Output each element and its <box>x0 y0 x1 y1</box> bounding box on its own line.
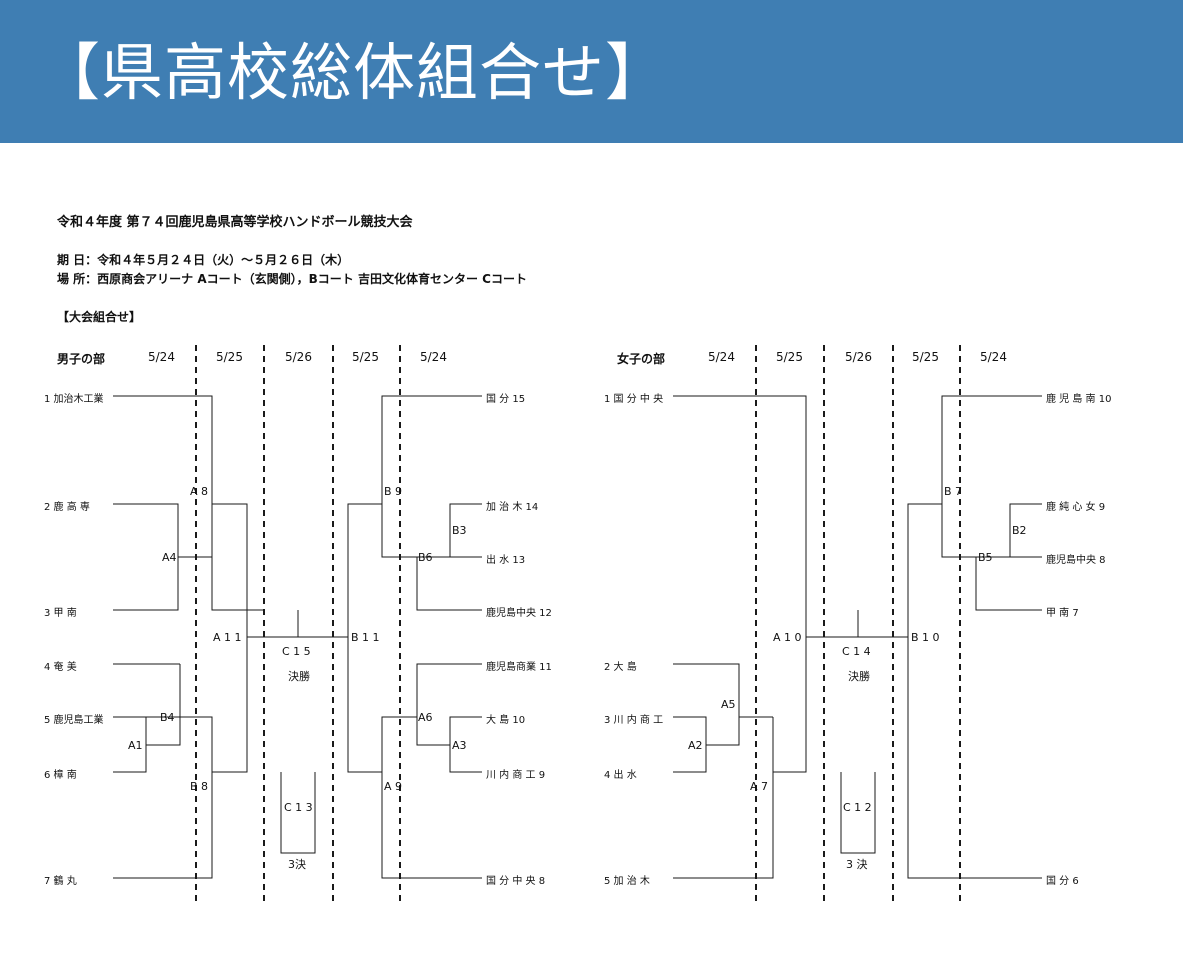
women-match-b5: B5 <box>978 551 993 564</box>
doc-section-title: 【大会組合せ】 <box>57 310 142 324</box>
women-left-lines <box>673 395 824 879</box>
women-team-right-8: 鹿児島中央 8 <box>1046 555 1106 566</box>
women-section-label: 女子の部 <box>617 352 666 366</box>
men-team-left-2: 2 鹿 高 専 <box>44 502 90 513</box>
doc-heading: 令和４年度 第７４回鹿児島県高等学校ハンドボール競技大会 <box>57 215 413 230</box>
women-team-right-10: 鹿 児 島 南 10 <box>1046 394 1112 405</box>
banner-title: 【県高校総体組合せ】 <box>38 36 669 109</box>
men-date-col-1: 5/24 <box>148 350 175 364</box>
women-match-a7: A 7 <box>750 780 769 793</box>
doc-period: 期 日：令和４年５月２４日（火）～５月２６日（木） <box>57 253 350 267</box>
men-team-right-11: 鹿児島商業 11 <box>486 662 552 673</box>
men-team-left-1: 1 加治木工業 <box>44 394 104 405</box>
women-match-b2: B2 <box>1012 524 1027 537</box>
men-left-lines <box>113 395 264 879</box>
women-date-col-3: 5/26 <box>845 350 872 364</box>
men-section-label: 男子の部 <box>57 352 106 366</box>
men-team-left-6: 6 樟 南 <box>44 770 77 781</box>
women-team-left-3: 3 川 内 商 工 <box>604 715 664 726</box>
men-team-right-14: 加 治 木 14 <box>486 502 539 513</box>
doc-venue: 場 所：西原商会アリーナ Aコート（玄関側），Bコート 吉田文化体育センター C… <box>57 272 527 286</box>
women-team-left-1: 1 国 分 中 央 <box>604 394 664 405</box>
women-match-b7: B 7 <box>944 485 963 498</box>
men-team-right-10: 大 島 10 <box>486 715 526 726</box>
men-right-lines <box>347 395 482 879</box>
women-match-a5: A5 <box>721 698 736 711</box>
men-team-left-4: 4 奄 美 <box>44 662 77 673</box>
men-match-b9: B 9 <box>384 485 403 498</box>
men-match-b3: B3 <box>452 524 467 537</box>
men-match-a11: A 1 1 <box>213 631 242 644</box>
women-team-right-9: 鹿 純 心 女 9 <box>1046 502 1106 513</box>
men-team-right-9: 川 内 商 工 9 <box>486 770 546 781</box>
men-team-right-12: 鹿児島中央 12 <box>486 608 552 619</box>
women-third-place-label: 3 決 <box>846 858 868 871</box>
women-team-right-7: 甲 南 7 <box>1046 608 1079 619</box>
men-date-col-5: 5/24 <box>420 350 447 364</box>
women-match-a2: A2 <box>688 739 703 752</box>
men-date-col-3: 5/26 <box>285 350 312 364</box>
women-date-col-2: 5/25 <box>776 350 803 364</box>
men-team-right-13: 出 水 13 <box>486 555 526 566</box>
men-team-left-7: 7 鶴 丸 <box>44 876 77 887</box>
men-date-col-2: 5/25 <box>216 350 243 364</box>
men-match-c15: C 1 5 <box>282 645 311 658</box>
men-match-b11: B 1 1 <box>351 631 380 644</box>
men-match-a8: A 8 <box>190 485 209 498</box>
women-match-a10: A 1 0 <box>773 631 802 644</box>
women-match-c12: C 1 2 <box>843 801 872 814</box>
women-match-c14: C 1 4 <box>842 645 871 658</box>
men-match-b4: B4 <box>160 711 175 724</box>
men-match-a9: A 9 <box>384 780 403 793</box>
men-center-lines <box>264 610 348 854</box>
women-final-label: 決勝 <box>848 670 870 683</box>
header-banner: 【県高校総体組合せ】 <box>0 0 1183 143</box>
men-third-place-label: 3決 <box>288 858 306 871</box>
men-team-right-8: 国 分 中 央 8 <box>486 876 546 887</box>
men-match-a3: A3 <box>452 739 467 752</box>
women-date-col-5: 5/24 <box>980 350 1007 364</box>
men-match-a4: A4 <box>162 551 177 564</box>
men-final-label: 決勝 <box>288 670 310 683</box>
men-team-right-15: 国 分 15 <box>486 394 526 405</box>
men-match-c13: C 1 3 <box>284 801 313 814</box>
women-team-left-5: 5 加 治 木 <box>604 876 650 887</box>
men-match-b6: B6 <box>418 551 433 564</box>
women-match-b10: B 1 0 <box>911 631 940 644</box>
men-date-col-4: 5/25 <box>352 350 379 364</box>
women-team-right-6: 国 分 6 <box>1046 876 1079 887</box>
women-team-left-2: 2 大 島 <box>604 662 637 673</box>
women-right-lines <box>907 395 1042 879</box>
men-team-left-5: 5 鹿児島工業 <box>44 715 104 726</box>
women-date-col-4: 5/25 <box>912 350 939 364</box>
women-date-col-1: 5/24 <box>708 350 735 364</box>
men-match-b8: B 8 <box>190 780 209 793</box>
women-center-lines <box>824 610 908 854</box>
men-team-left-3: 3 甲 南 <box>44 608 77 619</box>
men-match-a6: A6 <box>418 711 433 724</box>
men-match-a1: A1 <box>128 739 143 752</box>
date-separators <box>195 345 961 905</box>
women-team-left-4: 4 出 水 <box>604 770 637 781</box>
